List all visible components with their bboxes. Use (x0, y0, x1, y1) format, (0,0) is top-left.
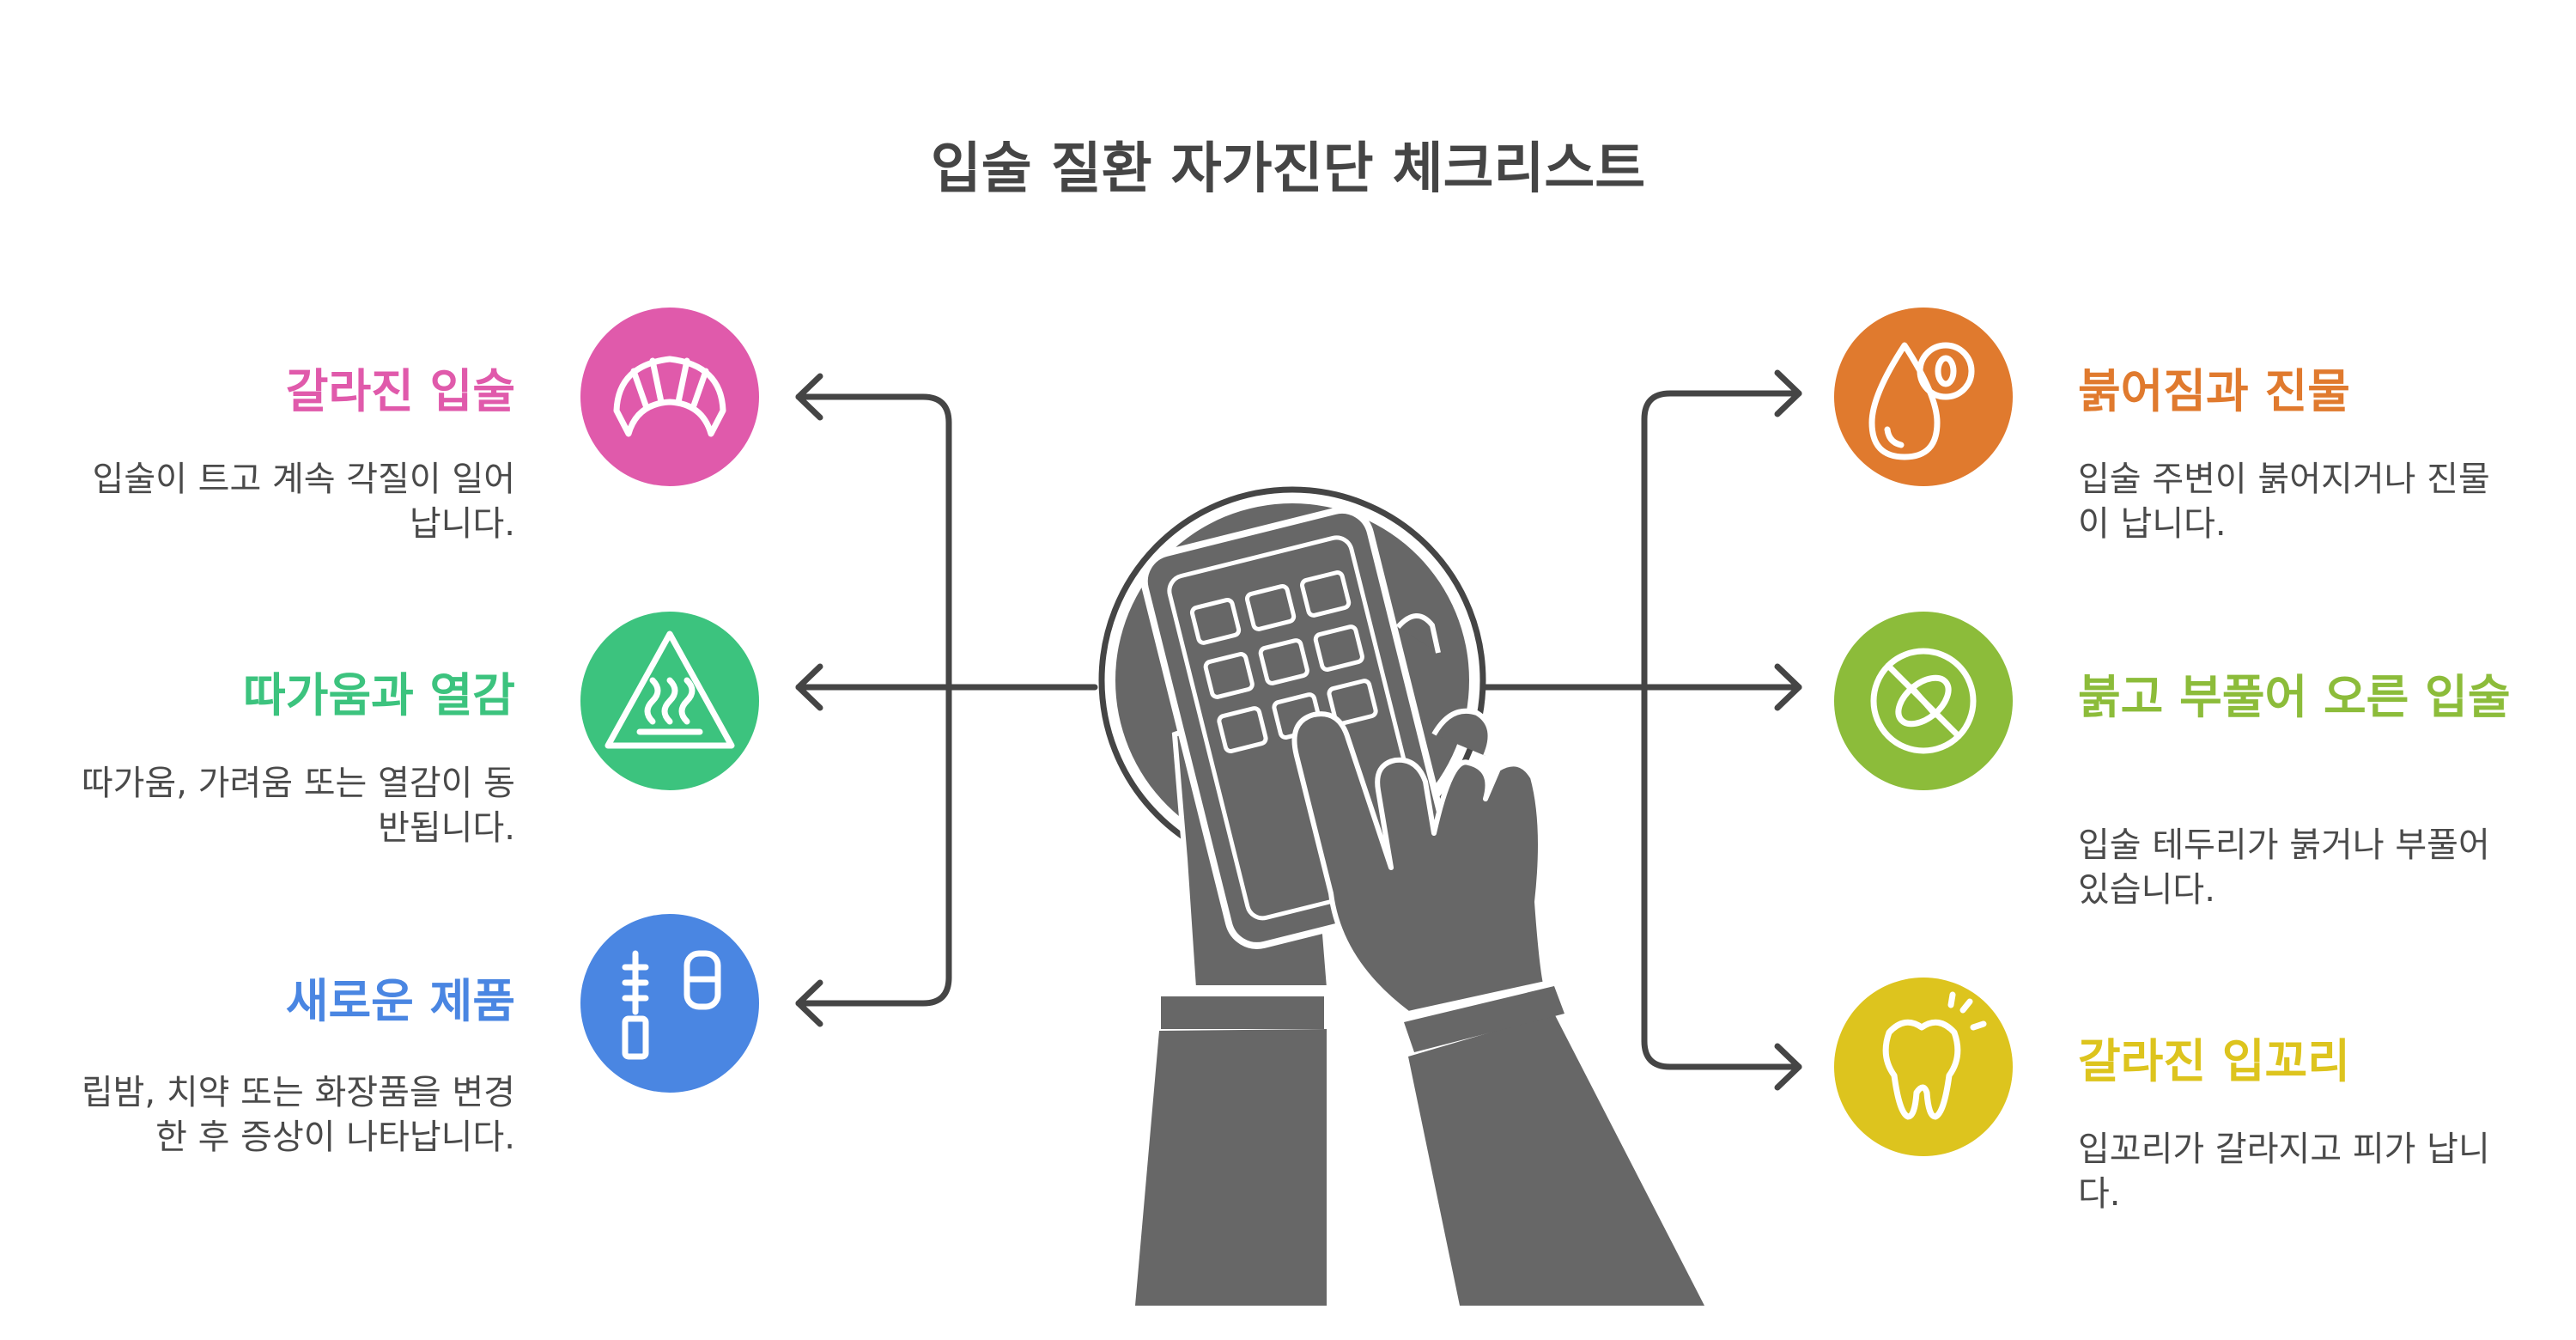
croissant-icon-circle (580, 308, 759, 486)
mascara-lipstick-icon (622, 950, 721, 1060)
connector-left (795, 393, 1098, 1007)
drop-icon (1868, 342, 1975, 460)
tooth-pain-icon (1882, 991, 1987, 1120)
item-title-cracked-lips: 갈라진 입술 (285, 364, 515, 418)
item-desc-cracked-lips: 입술이 트고 계속 각질이 일어납니다. (92, 460, 515, 544)
hands-calculator-illustration (1098, 486, 1704, 1306)
item-title-redness-oozing: 붉어짐과 진물 (2078, 364, 2350, 418)
arrowheads-left (795, 373, 823, 1027)
item-desc-redness-oozing: 입술 주변이 붉어지거나 진물이 납니다. (2078, 460, 2490, 544)
item-title-new-product: 새로운 제품 (285, 974, 515, 1028)
item-desc-red-swollen-lips: 입술 테두리가 붉거나 부풀어 있습니다. (2078, 825, 2490, 910)
item-title-cracked-corners: 갈라진 입꼬리 (2078, 1034, 2350, 1088)
no-pill-icon (1870, 648, 1977, 754)
item-desc-cracked-corners: 입꼬리가 갈라지고 피가 납니다. (2078, 1130, 2490, 1214)
item-title-burning: 따가움과 열감 (243, 668, 515, 722)
arrowheads-right (1774, 369, 1802, 1091)
mascara-icon-circle (580, 914, 759, 1093)
drop-icon-circle (1834, 308, 2013, 486)
croissant-icon (613, 356, 726, 437)
no-pill-icon-circle (1834, 612, 2013, 790)
item-desc-burning: 따가움, 가려움 또는 열감이 동반됩니다. (81, 764, 515, 848)
item-title-red-swollen-lips: 붉고 부풀어 오른 입술 (2078, 670, 2511, 724)
hot-surface-warning-icon (605, 630, 735, 749)
item-desc-new-product: 립밤, 치약 또는 화장품을 변경한 후 증상이 나타납니다. (81, 1073, 515, 1157)
tooth-pain-icon-circle (1834, 978, 2013, 1156)
connector-right (1482, 390, 1802, 1070)
connector-lines (795, 369, 1802, 1091)
hot-surface-icon-circle (580, 612, 759, 790)
page-title: 입술 질환 자가진단 체크리스트 (930, 137, 1646, 201)
